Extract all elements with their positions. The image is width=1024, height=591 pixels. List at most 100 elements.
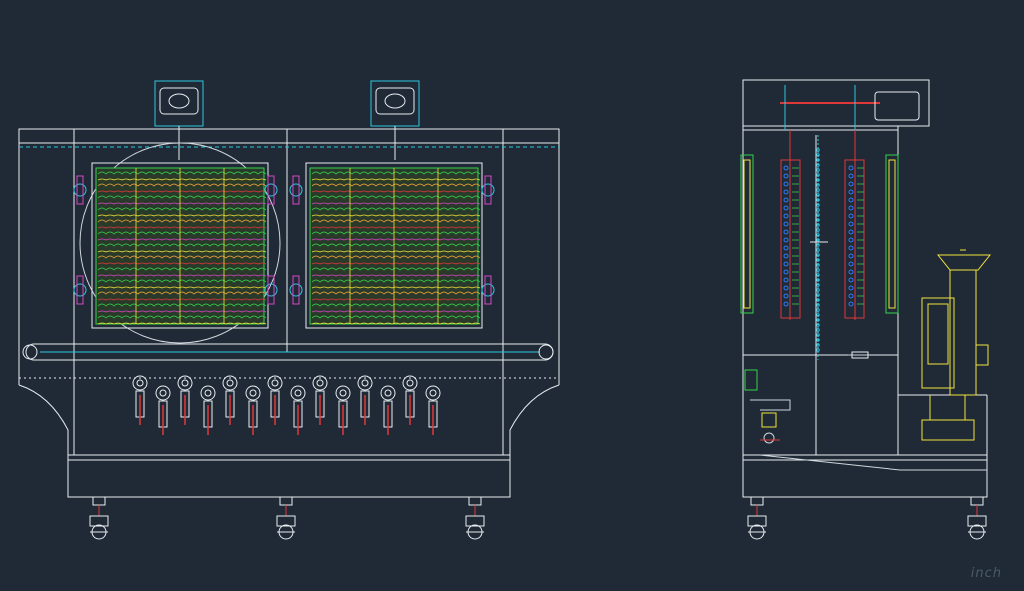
chain-link — [816, 268, 820, 272]
rack-hatch-line — [311, 310, 481, 313]
nozzle-head — [200, 385, 216, 401]
rack-hatch-line — [97, 238, 267, 241]
rack-hatch-line — [311, 291, 481, 295]
nozzle-orifice — [136, 379, 144, 387]
chain-link — [816, 168, 820, 172]
caster-mount — [92, 496, 106, 506]
nozzle-orifice — [249, 389, 257, 397]
rack-hatch-line — [311, 286, 481, 289]
bracket-bolt — [264, 183, 278, 197]
bracket-bolt — [289, 283, 303, 297]
chain-link — [816, 183, 820, 187]
rack-hatch-line — [97, 219, 267, 223]
rack-hatch-line — [311, 207, 481, 211]
chain-link — [816, 303, 820, 307]
nozzle-head — [402, 375, 418, 391]
rack-hatch-line — [97, 274, 267, 277]
rack-hatch-line — [97, 231, 267, 235]
rack-clip — [783, 301, 789, 307]
nozzle-head — [132, 375, 148, 391]
rack-hatch-line — [97, 303, 267, 307]
left-basket-frame — [91, 162, 269, 329]
caster-fork — [465, 515, 485, 527]
rack-hatch-line — [311, 190, 481, 193]
rack-hatch-line — [97, 250, 267, 253]
chain-link — [816, 148, 820, 152]
chain-link — [816, 323, 820, 327]
nozzle-head — [290, 385, 306, 401]
nozzle-orifice — [271, 379, 279, 387]
chain-link — [816, 328, 820, 332]
chain-link — [816, 298, 820, 302]
right-curved-skirt — [509, 384, 560, 455]
nozzle-head — [380, 385, 396, 401]
rack-hatch-line — [97, 190, 267, 193]
rack-hatch-line — [97, 171, 267, 175]
bracket-bolt — [481, 183, 495, 197]
chain-link — [816, 208, 820, 212]
bracket-plate — [76, 175, 84, 205]
nozzle-orifice — [384, 389, 392, 397]
rack-hatch-line — [97, 322, 267, 325]
rack-clip — [848, 293, 854, 299]
rack-clip — [783, 189, 789, 195]
side-valve-fitting — [744, 369, 791, 444]
nozzle-orifice — [294, 389, 302, 397]
rack-hatch-line — [97, 243, 267, 247]
chain-link — [816, 188, 820, 192]
rack-hatch-line — [97, 195, 267, 199]
chain-link — [816, 273, 820, 277]
caster-mount — [468, 496, 482, 506]
nozzle-head — [335, 385, 351, 401]
rack-clip — [848, 189, 854, 195]
nozzle-head — [245, 385, 261, 401]
bracket-plate — [267, 175, 275, 205]
side-top-box — [742, 79, 930, 127]
rack-hatch-line — [97, 226, 267, 229]
rack-hatch-line — [311, 238, 481, 241]
chain-link — [816, 348, 820, 352]
pump-column — [949, 269, 977, 396]
rack-hatch-line — [97, 255, 267, 259]
nozzle-orifice — [226, 379, 234, 387]
side-base — [742, 454, 988, 498]
chain-link — [816, 313, 820, 317]
rack-hatch-line — [311, 274, 481, 277]
rack-hatch-line — [311, 303, 481, 307]
chain-link — [816, 193, 820, 197]
nozzle-head — [425, 385, 441, 401]
chain-link — [816, 258, 820, 262]
chain-link — [816, 318, 820, 322]
rack-hatch-line — [97, 310, 267, 313]
chain-link — [816, 243, 820, 247]
caster-fork — [967, 515, 987, 527]
rack-clip — [783, 197, 789, 203]
caster-fork — [747, 515, 767, 527]
rack-hatch-line — [97, 286, 267, 289]
caster-mount — [970, 496, 984, 506]
rack-clip — [848, 245, 854, 251]
chain-link — [816, 233, 820, 237]
bracket-plate — [484, 275, 492, 305]
rack-hatch-line — [97, 298, 267, 301]
rack-clip — [848, 261, 854, 267]
motor-body — [921, 297, 955, 389]
rack-hatch-line — [97, 262, 267, 265]
drive-motor — [874, 91, 920, 121]
top-motor-left — [154, 80, 204, 160]
caster-mount — [279, 496, 293, 506]
rack-clip — [783, 237, 789, 243]
rack-clip — [783, 181, 789, 187]
bracket-bolt — [73, 183, 87, 197]
chain-link — [816, 153, 820, 157]
rack-clip — [848, 301, 854, 307]
rack-hatch-line — [311, 226, 481, 229]
bracket-plate — [292, 175, 300, 205]
chain-link — [816, 293, 820, 297]
bracket-plate — [292, 275, 300, 305]
rack-hatch-line — [97, 279, 267, 283]
rack-clip — [848, 205, 854, 211]
nozzle-orifice — [361, 379, 369, 387]
watermark-text: inch — [970, 566, 1002, 581]
